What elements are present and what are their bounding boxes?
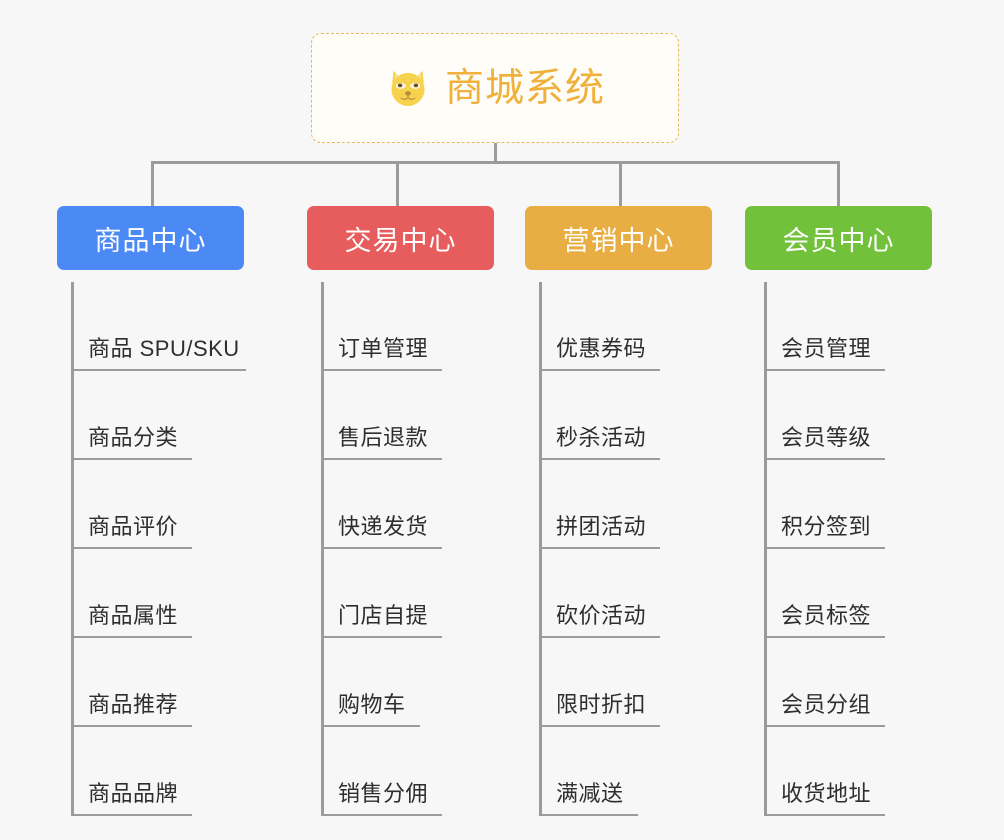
leaf-label: 商品 SPU/SKU [74, 335, 246, 371]
leaf-label: 门店自提 [324, 602, 443, 638]
list-item[interactable]: 购物车 [324, 638, 494, 727]
branch-header-label-3: 营销中心 [562, 225, 675, 256]
leaf-label: 售后退款 [324, 424, 443, 460]
connector-to-branch-3 [619, 161, 622, 207]
root-title: 商城系统 [444, 66, 605, 110]
list-item[interactable]: 积分签到 [767, 460, 932, 549]
list-item[interactable]: 门店自提 [324, 549, 494, 638]
list-item[interactable]: 商品推荐 [74, 638, 246, 727]
leaf-label: 砍价活动 [542, 602, 661, 638]
leaf-label: 会员等级 [767, 424, 886, 460]
branch-items-2: 订单管理 售后退款 快递发货 门店自提 购物车 销售分佣 [321, 282, 494, 816]
branch-product-center: 商品中心 商品 SPU/SKU 商品分类 商品评价 商品属性 商品推荐 商品品牌 [57, 206, 246, 816]
branch-header-4[interactable]: 会员中心 [745, 206, 932, 270]
leaf-label: 购物车 [324, 691, 420, 727]
leaf-label: 收货地址 [767, 780, 886, 816]
list-item[interactable]: 满减送 [542, 727, 712, 816]
branch-header-2[interactable]: 交易中心 [307, 206, 494, 270]
branch-header-label-4: 会员中心 [782, 225, 895, 256]
root-node[interactable]: 商城系统 [311, 33, 679, 143]
leaf-label: 商品评价 [74, 513, 193, 549]
leaf-label: 快递发货 [324, 513, 443, 549]
leaf-label: 商品品牌 [74, 780, 193, 816]
branch-header-label-1: 商品中心 [94, 225, 207, 256]
branch-header-label-2: 交易中心 [344, 225, 457, 256]
branch-header-1[interactable]: 商品中心 [57, 206, 244, 270]
list-item[interactable]: 商品品牌 [74, 727, 246, 816]
list-item[interactable]: 商品属性 [74, 549, 246, 638]
leaf-label: 积分签到 [767, 513, 886, 549]
connector-horizontal-bus [151, 161, 840, 164]
branch-member-center: 会员中心 会员管理 会员等级 积分签到 会员标签 会员分组 收货地址 [745, 206, 932, 816]
branch-items-4: 会员管理 会员等级 积分签到 会员标签 会员分组 收货地址 [764, 282, 932, 816]
leaf-label: 拼团活动 [542, 513, 661, 549]
list-item[interactable]: 销售分佣 [324, 727, 494, 816]
list-item[interactable]: 快递发货 [324, 460, 494, 549]
branch-items-3: 优惠券码 秒杀活动 拼团活动 砍价活动 限时折扣 满减送 [539, 282, 712, 816]
leaf-label: 商品推荐 [74, 691, 193, 727]
list-item[interactable]: 商品 SPU/SKU [74, 282, 246, 371]
leaf-label: 会员标签 [767, 602, 886, 638]
branch-header-3[interactable]: 营销中心 [525, 206, 712, 270]
leaf-label: 秒杀活动 [542, 424, 661, 460]
list-item[interactable]: 会员标签 [767, 549, 932, 638]
list-item[interactable]: 会员管理 [767, 282, 932, 371]
leaf-label: 销售分佣 [324, 780, 443, 816]
list-item[interactable]: 售后退款 [324, 371, 494, 460]
leaf-label: 商品属性 [74, 602, 193, 638]
leaf-label: 优惠券码 [542, 335, 661, 371]
list-item[interactable]: 收货地址 [767, 727, 932, 816]
list-item[interactable]: 订单管理 [324, 282, 494, 371]
list-item[interactable]: 商品评价 [74, 460, 246, 549]
leaf-label: 订单管理 [324, 335, 443, 371]
list-item[interactable]: 会员等级 [767, 371, 932, 460]
leaf-label: 会员管理 [767, 335, 886, 371]
connector-to-branch-2 [396, 161, 399, 207]
leaf-label: 满减送 [542, 780, 638, 816]
list-item[interactable]: 拼团活动 [542, 460, 712, 549]
list-item[interactable]: 限时折扣 [542, 638, 712, 727]
list-item[interactable]: 优惠券码 [542, 282, 712, 371]
branch-marketing-center: 营销中心 优惠券码 秒杀活动 拼团活动 砍价活动 限时折扣 满减送 [525, 206, 712, 816]
list-item[interactable]: 会员分组 [767, 638, 932, 727]
leaf-label: 限时折扣 [542, 691, 661, 727]
list-item[interactable]: 砍价活动 [542, 549, 712, 638]
connector-to-branch-1 [151, 161, 154, 207]
branch-trade-center: 交易中心 订单管理 售后退款 快递发货 门店自提 购物车 销售分佣 [307, 206, 494, 816]
shiba-dog-icon [385, 65, 431, 111]
connector-to-branch-4 [837, 161, 840, 207]
list-item[interactable]: 商品分类 [74, 371, 246, 460]
connector-root-stem [494, 143, 497, 164]
leaf-label: 会员分组 [767, 691, 886, 727]
list-item[interactable]: 秒杀活动 [542, 371, 712, 460]
leaf-label: 商品分类 [74, 424, 193, 460]
branch-items-1: 商品 SPU/SKU 商品分类 商品评价 商品属性 商品推荐 商品品牌 [71, 282, 246, 816]
